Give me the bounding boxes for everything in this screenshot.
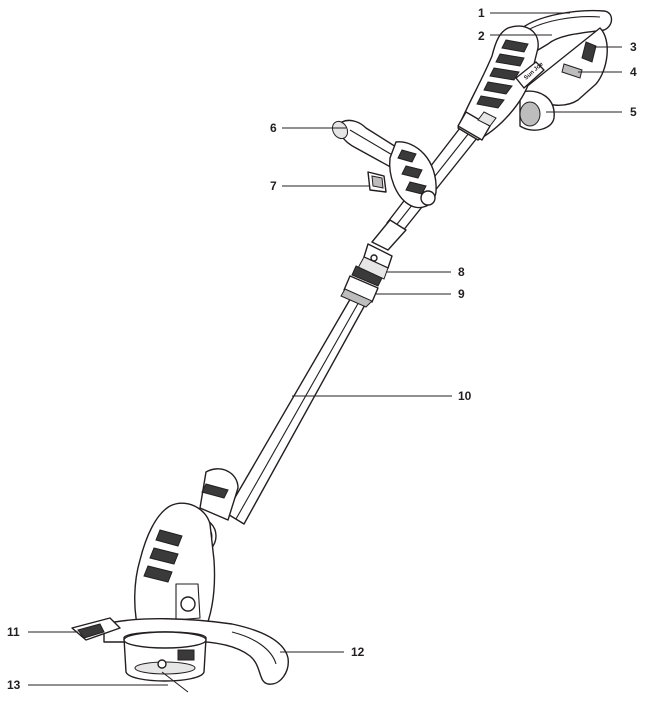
callout-5: 5 bbox=[630, 105, 637, 119]
leader-lines bbox=[28, 12, 622, 686]
callout-numbers: 1 2 3 4 5 6 7 8 9 10 11 12 13 bbox=[7, 6, 637, 692]
callout-13: 13 bbox=[7, 678, 21, 692]
callout-9: 9 bbox=[458, 287, 465, 301]
motor-head bbox=[71, 468, 289, 693]
callout-10: 10 bbox=[458, 389, 472, 403]
callout-3: 3 bbox=[630, 40, 637, 54]
height-adjustment-collar bbox=[340, 243, 393, 308]
callout-8: 8 bbox=[458, 265, 465, 279]
assist-handle bbox=[331, 119, 437, 209]
callout-6: 6 bbox=[270, 121, 277, 135]
telescopic-shaft bbox=[225, 127, 478, 525]
callout-4: 4 bbox=[630, 65, 637, 79]
callout-11: 11 bbox=[7, 625, 20, 639]
callout-12: 12 bbox=[351, 645, 365, 659]
main-handle: Sun Joe bbox=[457, 9, 613, 141]
callout-7: 7 bbox=[270, 179, 277, 193]
callout-2: 2 bbox=[478, 29, 485, 43]
callout-1: 1 bbox=[478, 6, 485, 20]
